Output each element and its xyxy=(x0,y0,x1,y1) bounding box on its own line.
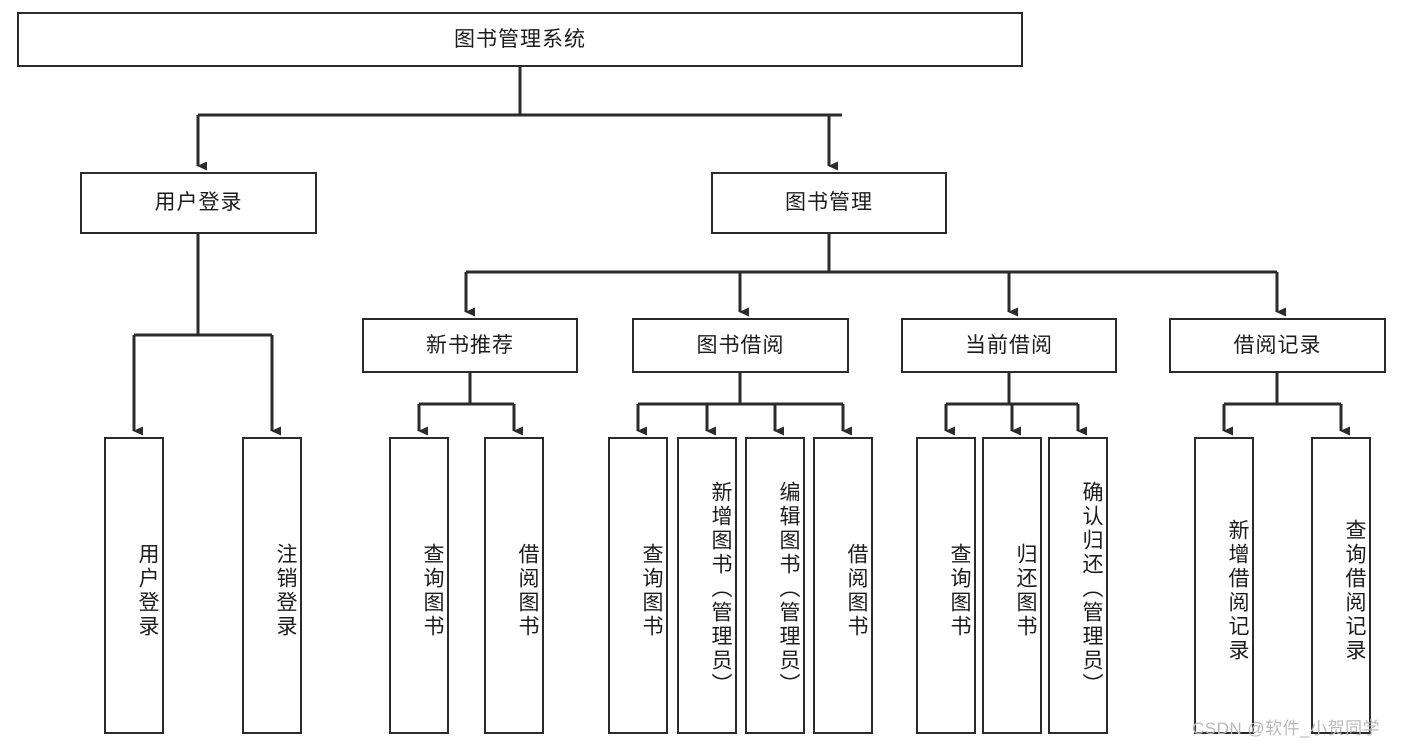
node-book-management-label: 图书管理 xyxy=(785,191,873,215)
node-book-management[interactable]: 图书管理 xyxy=(711,172,947,234)
node-new-book-recommend[interactable]: 新书推荐 xyxy=(362,318,578,373)
leaf-borrow-book[interactable]: 借阅图书 xyxy=(813,437,873,734)
leaf-label: 编辑图书（管理员） xyxy=(777,480,800,697)
leaf-query-book-current[interactable]: 查询图书 xyxy=(916,437,976,734)
leaf-label: 新增借阅记录 xyxy=(1226,518,1249,663)
csdn-watermark: CSDN @软件_小贺同学 xyxy=(1192,719,1381,738)
leaf-query-borrow-record[interactable]: 查询借阅记录 xyxy=(1311,437,1371,734)
node-book-borrow[interactable]: 图书借阅 xyxy=(632,318,849,373)
leaf-add-borrow-record[interactable]: 新增借阅记录 xyxy=(1194,437,1254,734)
node-new-book-recommend-label: 新书推荐 xyxy=(426,333,514,357)
node-user-login[interactable]: 用户登录 xyxy=(80,172,317,234)
leaf-label: 查询借阅记录 xyxy=(1343,518,1366,663)
node-current-borrow[interactable]: 当前借阅 xyxy=(901,318,1117,373)
leaf-add-book-admin[interactable]: 新增图书（管理员） xyxy=(677,437,737,734)
node-book-borrow-label: 图书借阅 xyxy=(696,333,785,357)
leaf-edit-book-admin[interactable]: 编辑图书（管理员） xyxy=(745,437,805,734)
node-root-label: 图书管理系统 xyxy=(454,27,586,51)
leaf-confirm-return-admin[interactable]: 确认归还（管理员） xyxy=(1048,437,1108,734)
node-borrow-record[interactable]: 借阅记录 xyxy=(1169,318,1386,373)
leaf-label: 查询图书 xyxy=(640,542,663,639)
leaf-logout[interactable]: 注销登录 xyxy=(242,437,302,734)
leaf-borrow-book-recommend[interactable]: 借阅图书 xyxy=(484,437,544,734)
leaf-label: 借阅图书 xyxy=(516,542,539,639)
node-borrow-record-label: 借阅记录 xyxy=(1233,333,1322,357)
leaf-label: 注销登录 xyxy=(274,542,297,639)
node-user-login-label: 用户登录 xyxy=(154,191,243,215)
leaf-label: 借阅图书 xyxy=(845,542,868,639)
leaf-label: 查询图书 xyxy=(421,542,444,639)
leaf-label: 查询图书 xyxy=(948,542,971,639)
leaf-query-book-recommend[interactable]: 查询图书 xyxy=(389,437,449,734)
leaf-label: 确认归还（管理员） xyxy=(1080,480,1103,697)
node-current-borrow-label: 当前借阅 xyxy=(965,333,1053,357)
leaf-user-login[interactable]: 用户登录 xyxy=(104,437,164,734)
leaf-label: 新增图书（管理员） xyxy=(709,480,732,697)
node-root[interactable]: 图书管理系统 xyxy=(17,12,1023,67)
leaf-label: 归还图书 xyxy=(1014,542,1037,639)
leaf-query-book-borrow[interactable]: 查询图书 xyxy=(608,437,668,734)
leaf-label: 用户登录 xyxy=(136,542,159,639)
leaf-return-book[interactable]: 归还图书 xyxy=(982,437,1042,734)
